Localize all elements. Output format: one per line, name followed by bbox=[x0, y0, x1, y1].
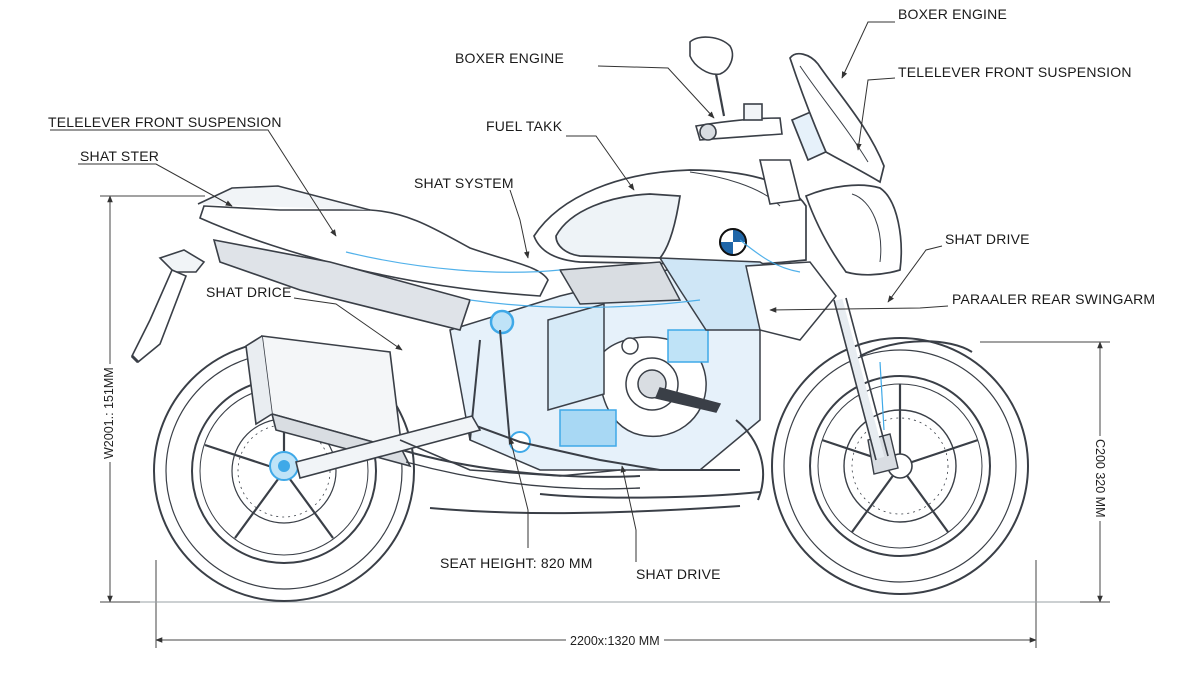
swingarm bbox=[295, 415, 621, 479]
label-shat-drive-bottom: SHAT DRIVE bbox=[636, 566, 721, 582]
label-fuel-tank: FUEL TAKK bbox=[486, 118, 563, 134]
front-wheel bbox=[771, 337, 1029, 595]
dimension-overall: 2200x:1320 MM bbox=[566, 634, 664, 648]
fuel-tank bbox=[533, 169, 807, 266]
engine-block bbox=[449, 261, 761, 471]
label-shat-ster: SHAT STER bbox=[80, 148, 160, 164]
side-panel bbox=[558, 257, 837, 341]
front-fork bbox=[833, 297, 973, 461]
label-boxer-engine-top: BOXER ENGINE bbox=[898, 6, 1007, 22]
lower-pipes bbox=[429, 419, 765, 515]
dimension-left-height: W2001.: 151MM bbox=[102, 364, 116, 462]
label-telelever-right: TELELEVER FRONT SUSPENSION bbox=[898, 64, 1132, 80]
leader-lines bbox=[50, 21, 949, 562]
label-shat-drice: SHAT DRICE bbox=[206, 284, 292, 300]
label-seat-height: SEAT HEIGHT: 820 MM bbox=[440, 555, 593, 571]
handlebar-mirror bbox=[689, 36, 801, 205]
label-telelever-left: TELELEVER FRONT SUSPENSION bbox=[48, 114, 282, 130]
tail-section bbox=[130, 249, 206, 364]
label-boxer-engine-mid: BOXER ENGINE bbox=[455, 50, 564, 66]
label-paraaler-rear-swingarm: PARAALER REAR SWINGARM bbox=[952, 291, 1156, 307]
dimension-right-height: C200 320 MM bbox=[1093, 436, 1107, 521]
seat bbox=[197, 185, 549, 331]
label-shat-system: SHAT SYSTEM bbox=[414, 175, 514, 191]
label-shat-drive-right: SHAT DRIVE bbox=[945, 231, 1030, 247]
accent-lines bbox=[345, 239, 801, 309]
